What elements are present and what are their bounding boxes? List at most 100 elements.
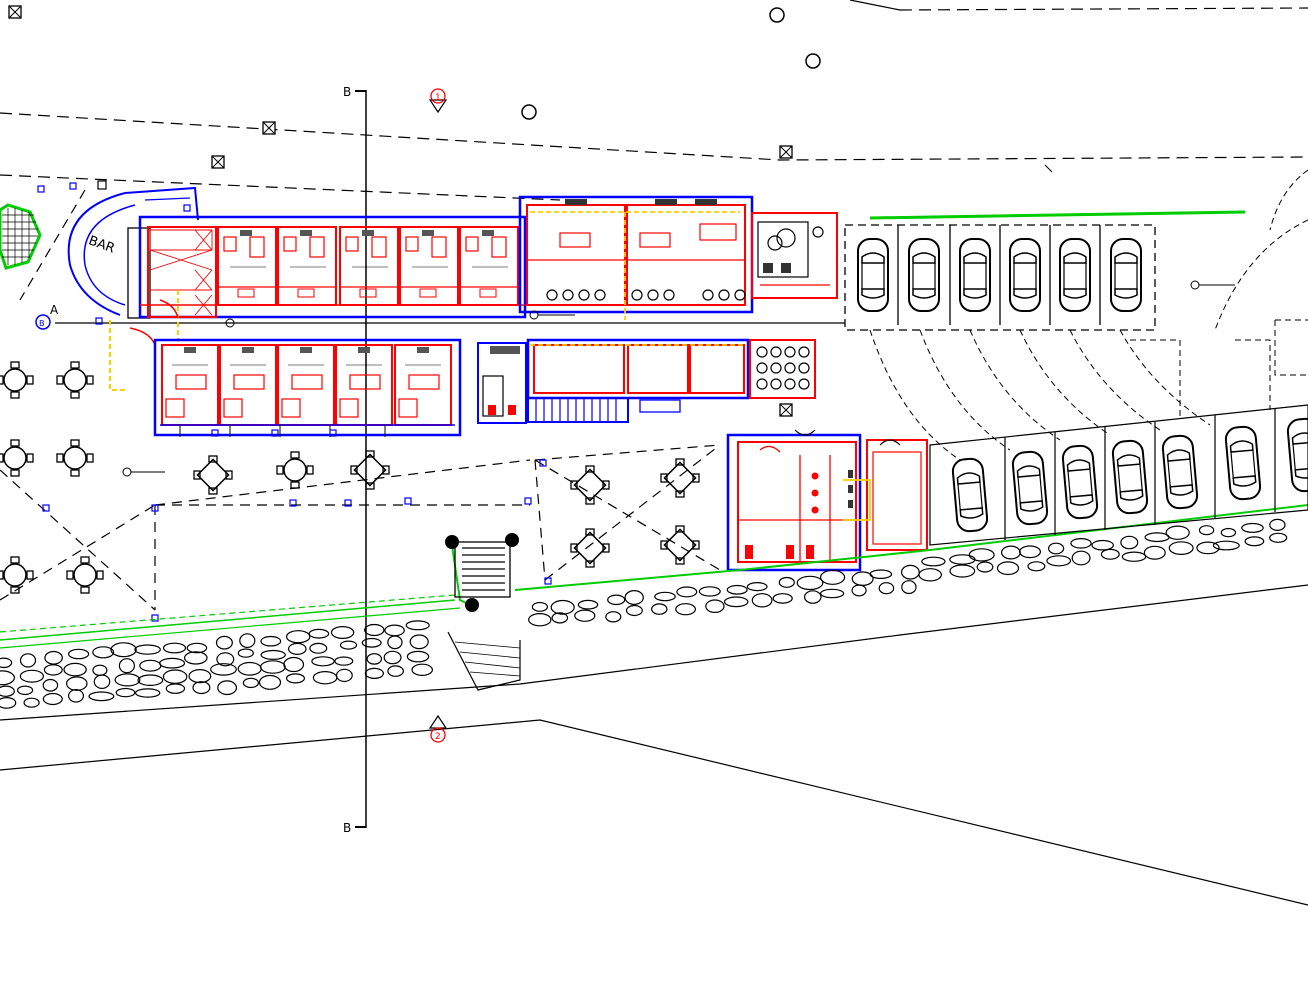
stone xyxy=(364,667,384,680)
stone xyxy=(139,659,162,672)
building-south-east xyxy=(526,338,816,413)
grid-marker-label: B xyxy=(39,319,45,328)
table-with-chairs-icon xyxy=(0,361,34,399)
stone xyxy=(364,623,385,637)
stone xyxy=(869,569,893,579)
table-with-chairs-icon xyxy=(570,465,610,505)
stone xyxy=(607,594,626,606)
stone xyxy=(878,582,895,595)
stone xyxy=(186,642,208,654)
stone xyxy=(217,680,238,696)
stone xyxy=(110,642,137,658)
stone xyxy=(210,663,237,676)
stone xyxy=(165,683,186,694)
stone xyxy=(334,656,354,666)
stone xyxy=(819,569,846,585)
car-icon xyxy=(1110,438,1150,516)
stone xyxy=(239,633,256,648)
stone xyxy=(162,642,187,654)
green-feature xyxy=(0,203,42,270)
stone xyxy=(1244,536,1265,547)
car-icon xyxy=(1223,424,1263,502)
stone xyxy=(968,548,995,562)
stone xyxy=(260,649,286,660)
exterior-stairs xyxy=(445,533,521,691)
stone xyxy=(237,661,262,676)
stone xyxy=(1046,555,1072,567)
stone xyxy=(0,670,15,686)
stone xyxy=(1269,518,1286,532)
table-with-chairs-icon xyxy=(66,556,104,594)
stone xyxy=(134,688,161,698)
stone xyxy=(366,653,383,665)
stone xyxy=(159,657,186,669)
stone xyxy=(192,681,211,695)
stone xyxy=(1091,539,1114,551)
car-icon xyxy=(1059,238,1091,312)
stone xyxy=(550,599,575,615)
table-with-chairs-icon xyxy=(56,361,94,399)
stone xyxy=(851,584,867,597)
stone xyxy=(260,635,282,647)
stone xyxy=(216,652,235,667)
car-icon xyxy=(1285,416,1308,494)
stone xyxy=(1100,548,1120,560)
stone xyxy=(625,604,643,617)
stone xyxy=(531,601,549,612)
stone xyxy=(528,613,552,627)
stone xyxy=(577,599,599,610)
stone xyxy=(705,599,725,613)
stone xyxy=(312,671,338,685)
view-marker-2: 2 xyxy=(428,714,448,743)
stone xyxy=(67,688,84,703)
stone xyxy=(1212,540,1240,551)
car-icon xyxy=(857,238,889,312)
level-markers xyxy=(122,164,1235,477)
view-marker-icon xyxy=(430,727,446,743)
stone xyxy=(118,658,136,674)
stone xyxy=(726,584,748,595)
stone xyxy=(42,692,63,706)
stone xyxy=(384,624,405,637)
stone xyxy=(17,685,34,696)
stone xyxy=(67,648,90,660)
stone xyxy=(92,664,108,677)
grid-marker-icon xyxy=(35,314,51,330)
stone xyxy=(574,609,596,622)
stone xyxy=(803,590,822,604)
parking-south-row xyxy=(929,404,1308,546)
stone xyxy=(406,650,430,663)
stone xyxy=(184,651,208,665)
stone xyxy=(42,678,59,692)
survey-markers xyxy=(8,5,793,417)
tree-circle-icon xyxy=(521,104,537,120)
car-icon xyxy=(1060,443,1100,521)
stone xyxy=(405,620,430,631)
tree-circle-icon xyxy=(805,53,821,69)
stone xyxy=(746,581,768,592)
stone xyxy=(918,568,942,582)
section-line-b: B B xyxy=(343,85,367,835)
stone xyxy=(778,576,795,588)
table-with-chairs-icon xyxy=(56,439,94,477)
stone xyxy=(676,586,698,598)
axis-label-a: A xyxy=(50,303,59,317)
stone xyxy=(624,589,644,605)
stone xyxy=(772,593,793,604)
stone xyxy=(1001,545,1021,560)
table-with-chairs-icon xyxy=(0,556,34,594)
building-south-block xyxy=(153,338,527,437)
stone xyxy=(1121,551,1147,562)
stone xyxy=(23,697,40,708)
stone xyxy=(698,586,721,597)
stone xyxy=(1220,527,1237,538)
tree-circle-icon xyxy=(769,7,785,23)
stone xyxy=(0,657,13,669)
stone xyxy=(383,650,402,665)
site-boundary-lines xyxy=(0,0,1308,906)
building-north-block xyxy=(109,215,527,391)
stone xyxy=(551,612,569,624)
stone xyxy=(162,669,188,684)
terrace-posts xyxy=(42,429,552,622)
stone xyxy=(137,674,164,686)
